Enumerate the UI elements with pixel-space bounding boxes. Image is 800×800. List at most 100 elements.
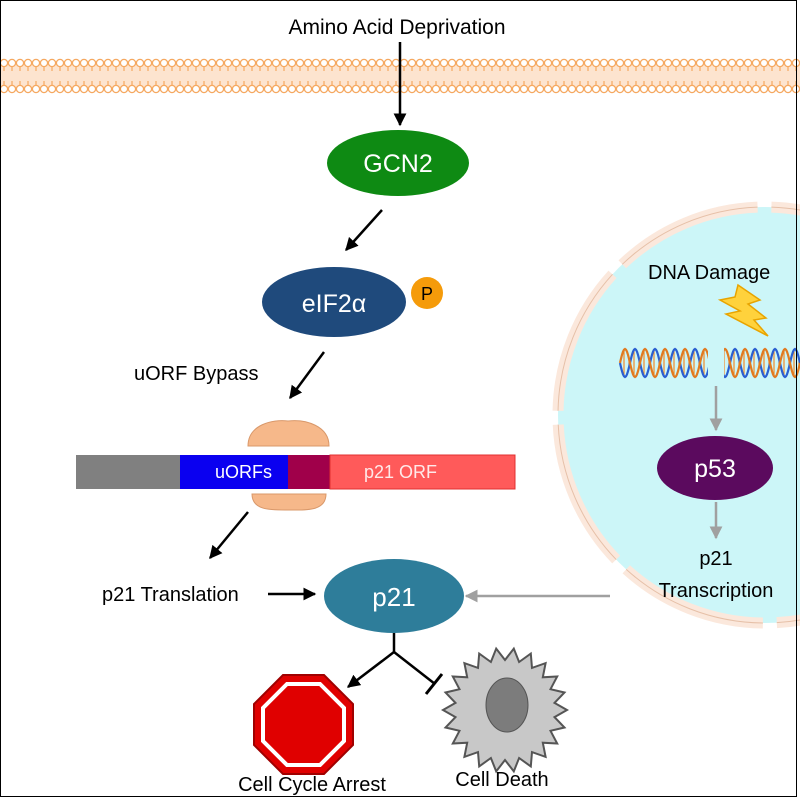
lipid-head [415, 84, 425, 94]
lipid-head [383, 58, 393, 68]
lipid-head [295, 84, 305, 94]
lipid-head [447, 84, 457, 94]
lipid-head [687, 84, 697, 94]
lipid-head [63, 84, 73, 94]
lipid-head [775, 84, 785, 94]
lipid-head [639, 84, 649, 94]
lipid-head [327, 84, 337, 94]
lipid-head [63, 58, 73, 68]
lipid-head [407, 84, 417, 94]
lipid-head [151, 58, 161, 68]
lipid-head [455, 84, 465, 94]
lipid-head [415, 58, 425, 68]
lipid-head [375, 84, 385, 94]
mrna-5prime-leader [76, 455, 182, 489]
lipid-head [55, 84, 65, 94]
lipid-head [727, 84, 737, 94]
inhibition-p21-to-death [393, 651, 436, 685]
eif2a-label: eIF2α [302, 290, 366, 318]
lipid-head [303, 84, 313, 94]
lipid-head [463, 58, 473, 68]
lipid-head [111, 84, 121, 94]
lipid-head [575, 58, 585, 68]
inhibition-bar [424, 673, 444, 695]
lipid-head [519, 84, 529, 94]
lipid-head [583, 58, 593, 68]
lipid-head [7, 84, 17, 94]
lipid-head [31, 84, 41, 94]
mrna-overlap-segment [288, 455, 332, 489]
uorfs-label: uORFs [215, 462, 272, 482]
lipid-head [327, 58, 337, 68]
lipid-head [295, 58, 305, 68]
lipid-head [743, 84, 753, 94]
lipid-head [759, 58, 769, 68]
lipid-head [535, 58, 545, 68]
lipid-head [703, 58, 713, 68]
lipid-head [151, 84, 161, 94]
lipid-head [439, 58, 449, 68]
lipid-head [255, 84, 265, 94]
lipid-head [279, 58, 289, 68]
lipid-head [319, 84, 329, 94]
lipid-head [487, 84, 497, 94]
lipid-head [751, 58, 761, 68]
lipid-head [87, 84, 97, 94]
lipid-head [335, 84, 345, 94]
dying-cell-icon [440, 646, 570, 774]
lipid-head [383, 84, 393, 94]
stop-sign-icon [253, 674, 354, 775]
arrow-gcn2-to-eif2a [345, 209, 383, 251]
lipid-head [351, 84, 361, 94]
lipid-head [527, 84, 537, 94]
lipid-head [663, 84, 673, 94]
lipid-head [407, 58, 417, 68]
lipid-head [551, 84, 561, 94]
lipid-head [271, 84, 281, 94]
mrna-uorfs-segment [180, 455, 290, 489]
lipid-head [287, 58, 297, 68]
lipid-head [455, 58, 465, 68]
phosphate-label: P [421, 284, 433, 304]
lipid-head [239, 84, 249, 94]
lipid-head [663, 58, 673, 68]
lipid-head [631, 58, 641, 68]
lipid-head [71, 84, 81, 94]
lipid-head [239, 58, 249, 68]
p53-label: p53 [694, 455, 736, 483]
lipid-head [399, 84, 409, 94]
lipid-head [503, 84, 513, 94]
lipid-head [367, 84, 377, 94]
lipid-head [255, 58, 265, 68]
lipid-head [559, 84, 569, 94]
p21-mrna: uORFs p21 ORF [76, 420, 516, 511]
lipid-head [87, 58, 97, 68]
ribosome-large-subunit [247, 420, 330, 447]
lipid-head [471, 84, 481, 94]
lipid-head [207, 58, 217, 68]
lipid-head [39, 58, 49, 68]
lipid-head [271, 58, 281, 68]
ribosome-small-subunit [251, 493, 327, 511]
lipid-head [567, 84, 577, 94]
lipid-head [127, 84, 137, 94]
lipid-head [215, 58, 225, 68]
lipid-head [95, 84, 105, 94]
lipid-head [119, 84, 129, 94]
lipid-head [735, 84, 745, 94]
lipid-head [519, 58, 529, 68]
lipid-head [735, 58, 745, 68]
lipid-head [615, 58, 625, 68]
lipid-head [423, 84, 433, 94]
lipid-head [375, 58, 385, 68]
lipid-head [591, 58, 601, 68]
lipid-head [0, 58, 9, 68]
lipid-head [23, 84, 33, 94]
lipid-head [135, 58, 145, 68]
lipid-head [551, 58, 561, 68]
p21-transcription-label-line1: p21 [699, 548, 732, 570]
lipid-head [791, 58, 800, 68]
lipid-head [47, 58, 57, 68]
lipid-head [47, 84, 57, 94]
